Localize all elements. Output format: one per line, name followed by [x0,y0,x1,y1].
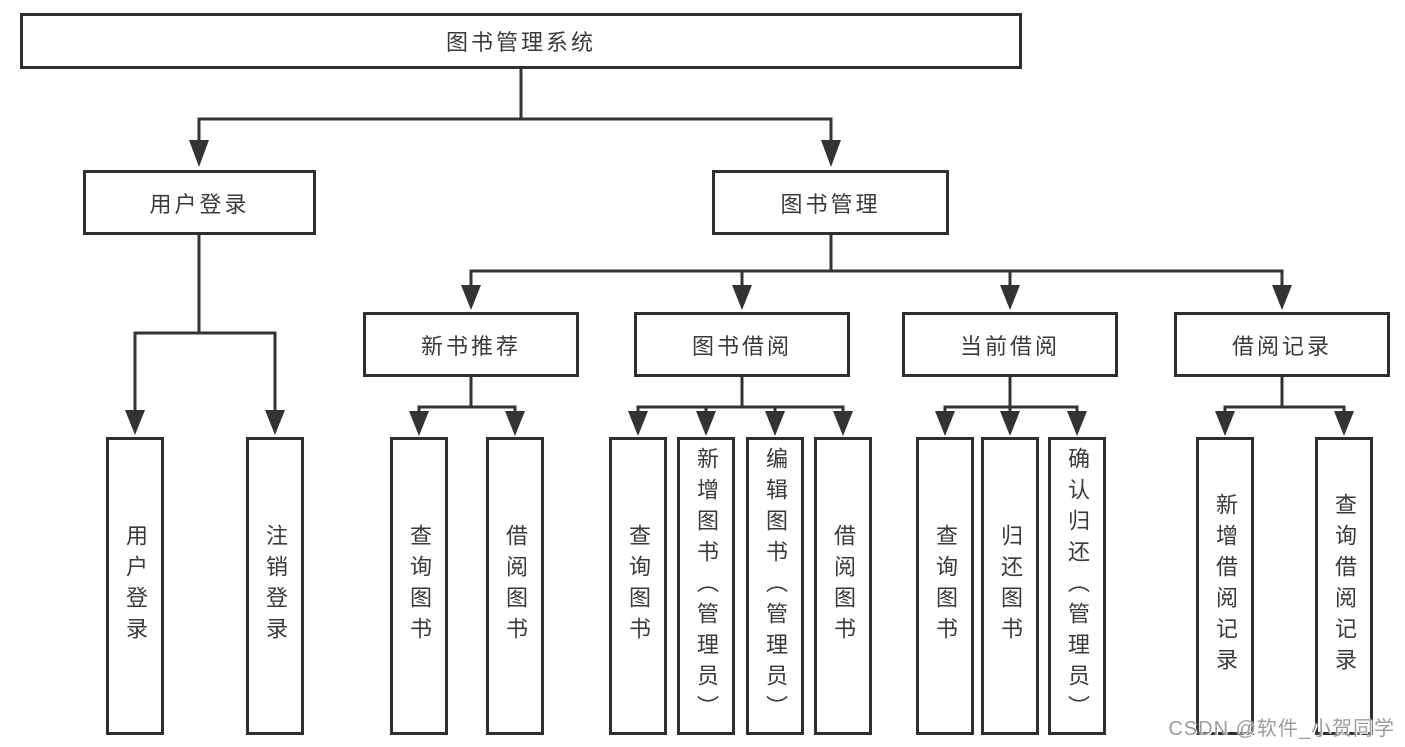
node-leaf-search-borrow-record: 查询借阅记录 [1315,437,1373,735]
node-leaf-logout: 注销登录 [246,437,304,735]
node-leaf-edit-book-admin: 编辑图书（管理员） [746,437,804,735]
node-root: 图书管理系统 [20,13,1022,69]
node-user-login: 用户登录 [83,170,316,235]
connector-arrowheads [125,140,1354,436]
node-leaf-confirm-return-admin: 确认归还（管理员） [1048,437,1106,735]
watermark: CSDN @软件_小贺同学 [1168,718,1395,740]
node-borrowing-records: 借阅记录 [1174,312,1390,377]
node-leaf-search-books-current: 查询图书 [916,437,974,735]
node-current-borrowing: 当前借阅 [902,312,1118,377]
node-leaf-return-books: 归还图书 [981,437,1039,735]
node-leaf-add-book-admin: 新增图书（管理员） [677,437,735,735]
node-leaf-borrow-books-borrowing: 借阅图书 [814,437,872,735]
node-leaf-user-login: 用户登录 [106,437,164,735]
node-leaf-search-books-borrowing: 查询图书 [609,437,667,735]
connector-lines [133,67,1346,415]
node-leaf-search-books-recommendation: 查询图书 [390,437,448,735]
node-leaf-add-borrow-record: 新增借阅记录 [1196,437,1254,735]
node-book-management: 图书管理 [712,170,949,235]
node-leaf-borrow-books-recommendation: 借阅图书 [486,437,544,735]
node-new-book-recommendation: 新书推荐 [363,312,579,377]
node-book-borrowing: 图书借阅 [634,312,850,377]
